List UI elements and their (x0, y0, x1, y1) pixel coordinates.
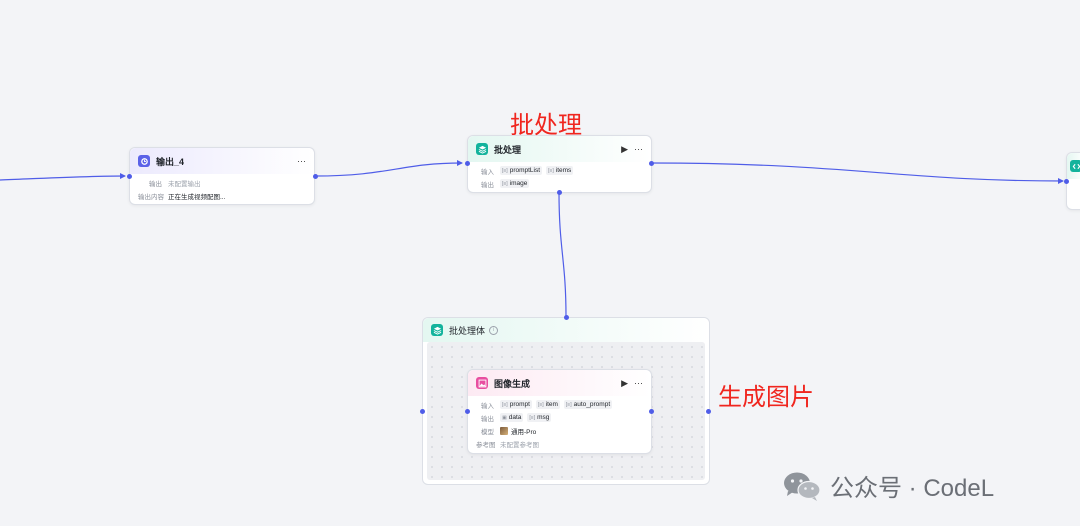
output4-content-row: 输出内容 正在生成视频配图... (138, 189, 306, 202)
batch-title: 批处理 (494, 144, 522, 155)
batch-icon (476, 143, 488, 155)
image-gen-ref-value: 未配置参考图 (500, 441, 539, 449)
image-gen-input-label: 输入 (481, 402, 494, 410)
image-gen-ref-row: 参考图 未配置参考图 (476, 437, 643, 450)
batch-body-right-port[interactable] (706, 409, 711, 414)
wechat-icon (784, 472, 821, 501)
output4-output-port[interactable] (313, 174, 318, 179)
batch-body-title: 批处理体 (449, 325, 486, 336)
output-icon (138, 155, 150, 167)
batch-node[interactable]: 批处理 ▶ ··· 输入 [≡]promptList [≡]items 输出 [… (467, 135, 652, 193)
next-node-header (1067, 153, 1080, 179)
image-gen-output-tag: [≡]msg (527, 413, 552, 422)
image-type-icon: ▣ (502, 414, 507, 421)
image-gen-input-tag: [≡]item (535, 400, 560, 409)
batch-header: 批处理 ▶ ··· (468, 136, 651, 162)
batch-input-tag: [≡]promptList (500, 166, 543, 175)
output4-node[interactable]: 输出_4 ··· 输出 未配置输出 输出内容 正在生成视频配图... (129, 147, 315, 205)
batch-run-button[interactable]: ▶ (621, 143, 628, 154)
output4-content-value: 正在生成视频配图... (168, 193, 226, 201)
image-gen-header: 图像生成 ▶ ··· (468, 370, 651, 396)
image-gen-title: 图像生成 (494, 378, 531, 389)
next-node-input-port[interactable] (1064, 179, 1069, 184)
list-type-icon: [≡] (502, 167, 508, 174)
batch-body-left-port[interactable] (420, 409, 425, 414)
batch-output-tag: [≡]image (500, 179, 530, 188)
image-gen-output-port[interactable] (649, 409, 654, 414)
edge-batch-to-next (650, 162, 1064, 184)
edge-batch-to-body (558, 191, 567, 318)
edge-output4-to-batch (314, 160, 463, 177)
batch-input-port[interactable] (465, 161, 470, 166)
image-gen-output-label: 输出 (481, 415, 494, 423)
image-gen-run-button[interactable]: ▶ (621, 377, 628, 388)
list-type-icon: [≡] (548, 167, 554, 174)
string-type-icon: [≡] (529, 414, 536, 421)
annotation-batch: 批处理 (510, 112, 582, 139)
code-icon (1070, 160, 1080, 172)
watermark: 公众号 · CodeL (782, 468, 994, 503)
batch-body-top-port[interactable] (564, 315, 569, 320)
image-gen-input-tag: [≡]prompt (500, 400, 532, 409)
watermark-text: 公众号 · CodeL (830, 475, 995, 502)
batch-input-label: 输入 (481, 168, 494, 176)
output4-more-button[interactable]: ··· (297, 155, 306, 166)
string-type-icon: [≡] (537, 401, 544, 408)
model-thumbnail-icon (500, 426, 508, 435)
batch-body-header: 批处理体 i (423, 318, 709, 342)
image-gen-output-tag: ▣data (500, 413, 524, 422)
list-type-icon: [≡] (502, 180, 508, 187)
batch-output-label: 输出 (481, 181, 494, 189)
batch-output-row: 输出 [≡]image (476, 177, 643, 190)
image-gen-node[interactable]: 图像生成 ▶ ··· 输入 [≡]prompt [≡]item [≡]auto_… (467, 369, 652, 454)
string-type-icon: [≡] (565, 401, 572, 408)
image-gen-model-row: 模型 通用-Pro (476, 424, 643, 437)
info-icon[interactable]: i (489, 325, 499, 335)
output4-output-label: 输出 (149, 180, 162, 188)
output4-output-value: 未配置输出 (168, 180, 201, 188)
batch-body-port[interactable] (557, 190, 562, 195)
output4-title: 输出_4 (156, 156, 185, 167)
string-type-icon: [≡] (502, 401, 508, 408)
image-icon (476, 377, 488, 389)
image-gen-more-button[interactable]: ··· (634, 377, 643, 388)
output4-header: 输出_4 ··· (130, 148, 314, 174)
batch-more-button[interactable]: ··· (634, 143, 643, 154)
batch-input-tag: [≡]items (546, 166, 574, 175)
image-gen-model-value: 通用-Pro (511, 428, 537, 436)
image-gen-model-label: 模型 (481, 428, 494, 436)
output4-output-row: 输出 未配置输出 (138, 176, 306, 189)
output4-input-port[interactable] (127, 174, 132, 179)
batch-icon (431, 324, 443, 336)
image-gen-output-row: 输出 ▣data [≡]msg (476, 411, 643, 424)
annotation-image: 生成图片 (718, 384, 814, 411)
edge-start-to-output4 (0, 173, 126, 181)
image-gen-input-port[interactable] (465, 409, 470, 414)
image-gen-input-tag: [≡]auto_prompt (563, 400, 613, 409)
batch-input-row: 输入 [≡]promptList [≡]items (476, 164, 643, 177)
output4-content-label: 输出内容 (138, 193, 164, 201)
batch-output-port[interactable] (649, 161, 654, 166)
image-gen-input-row: 输入 [≡]prompt [≡]item [≡]auto_prompt (476, 398, 643, 411)
image-gen-ref-label: 参考图 (476, 441, 496, 449)
